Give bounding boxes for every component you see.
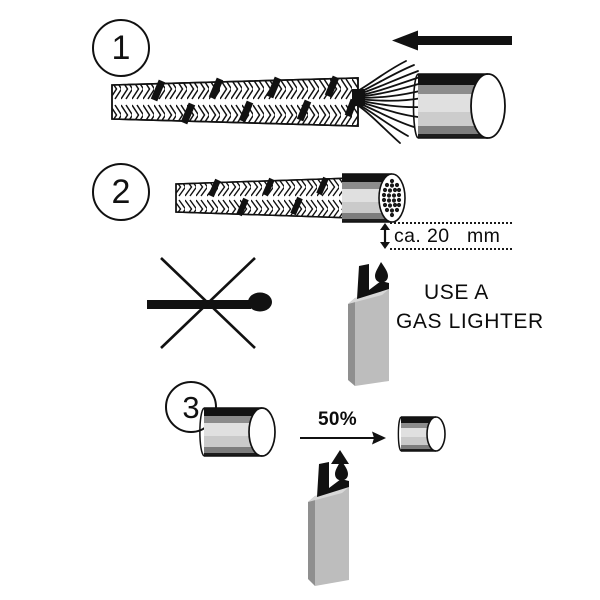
- braided-sleeve-icon-step2: [174, 176, 354, 220]
- advice-line-1: USE A: [424, 281, 489, 304]
- gas-lighter-icon-lower: [305, 452, 375, 587]
- braided-sleeve-icon: [110, 75, 360, 128]
- shrink-percent-label: 50%: [318, 409, 357, 430]
- step-badge-2: 2: [92, 163, 150, 221]
- frayed-strands-icon: [352, 58, 428, 148]
- double-arrow-vertical-icon: [377, 223, 393, 249]
- match-crossed-out-icon: [143, 256, 289, 354]
- heatshrink-tube-after-icon: [396, 414, 454, 454]
- gas-lighter-icon: [345, 256, 415, 386]
- measurement-label: ca. 20 mm: [394, 225, 501, 247]
- wire-strand-cross-section-icon: [381, 178, 402, 218]
- heatshrink-tube-icon: [410, 68, 518, 144]
- step-number-2: 2: [111, 173, 131, 211]
- triangle-up-icon: [331, 450, 349, 464]
- flame-icon: [375, 262, 388, 283]
- measurement-dotline-bottom: [390, 248, 512, 250]
- advice-line-2: GAS LIGHTER: [396, 310, 544, 333]
- heatshrink-tube-before-icon: [196, 404, 288, 460]
- arrow-left-icon: [392, 28, 512, 54]
- step-badge-1: 1: [92, 19, 150, 77]
- step-number-3: 3: [182, 389, 200, 425]
- step-number-1: 1: [111, 29, 131, 67]
- heatshrink-tube-on-braid-icon: [340, 170, 416, 226]
- measurement-dotline-top: [390, 222, 512, 224]
- arrow-right-icon: [300, 430, 386, 446]
- flame-icon-lower: [335, 460, 348, 481]
